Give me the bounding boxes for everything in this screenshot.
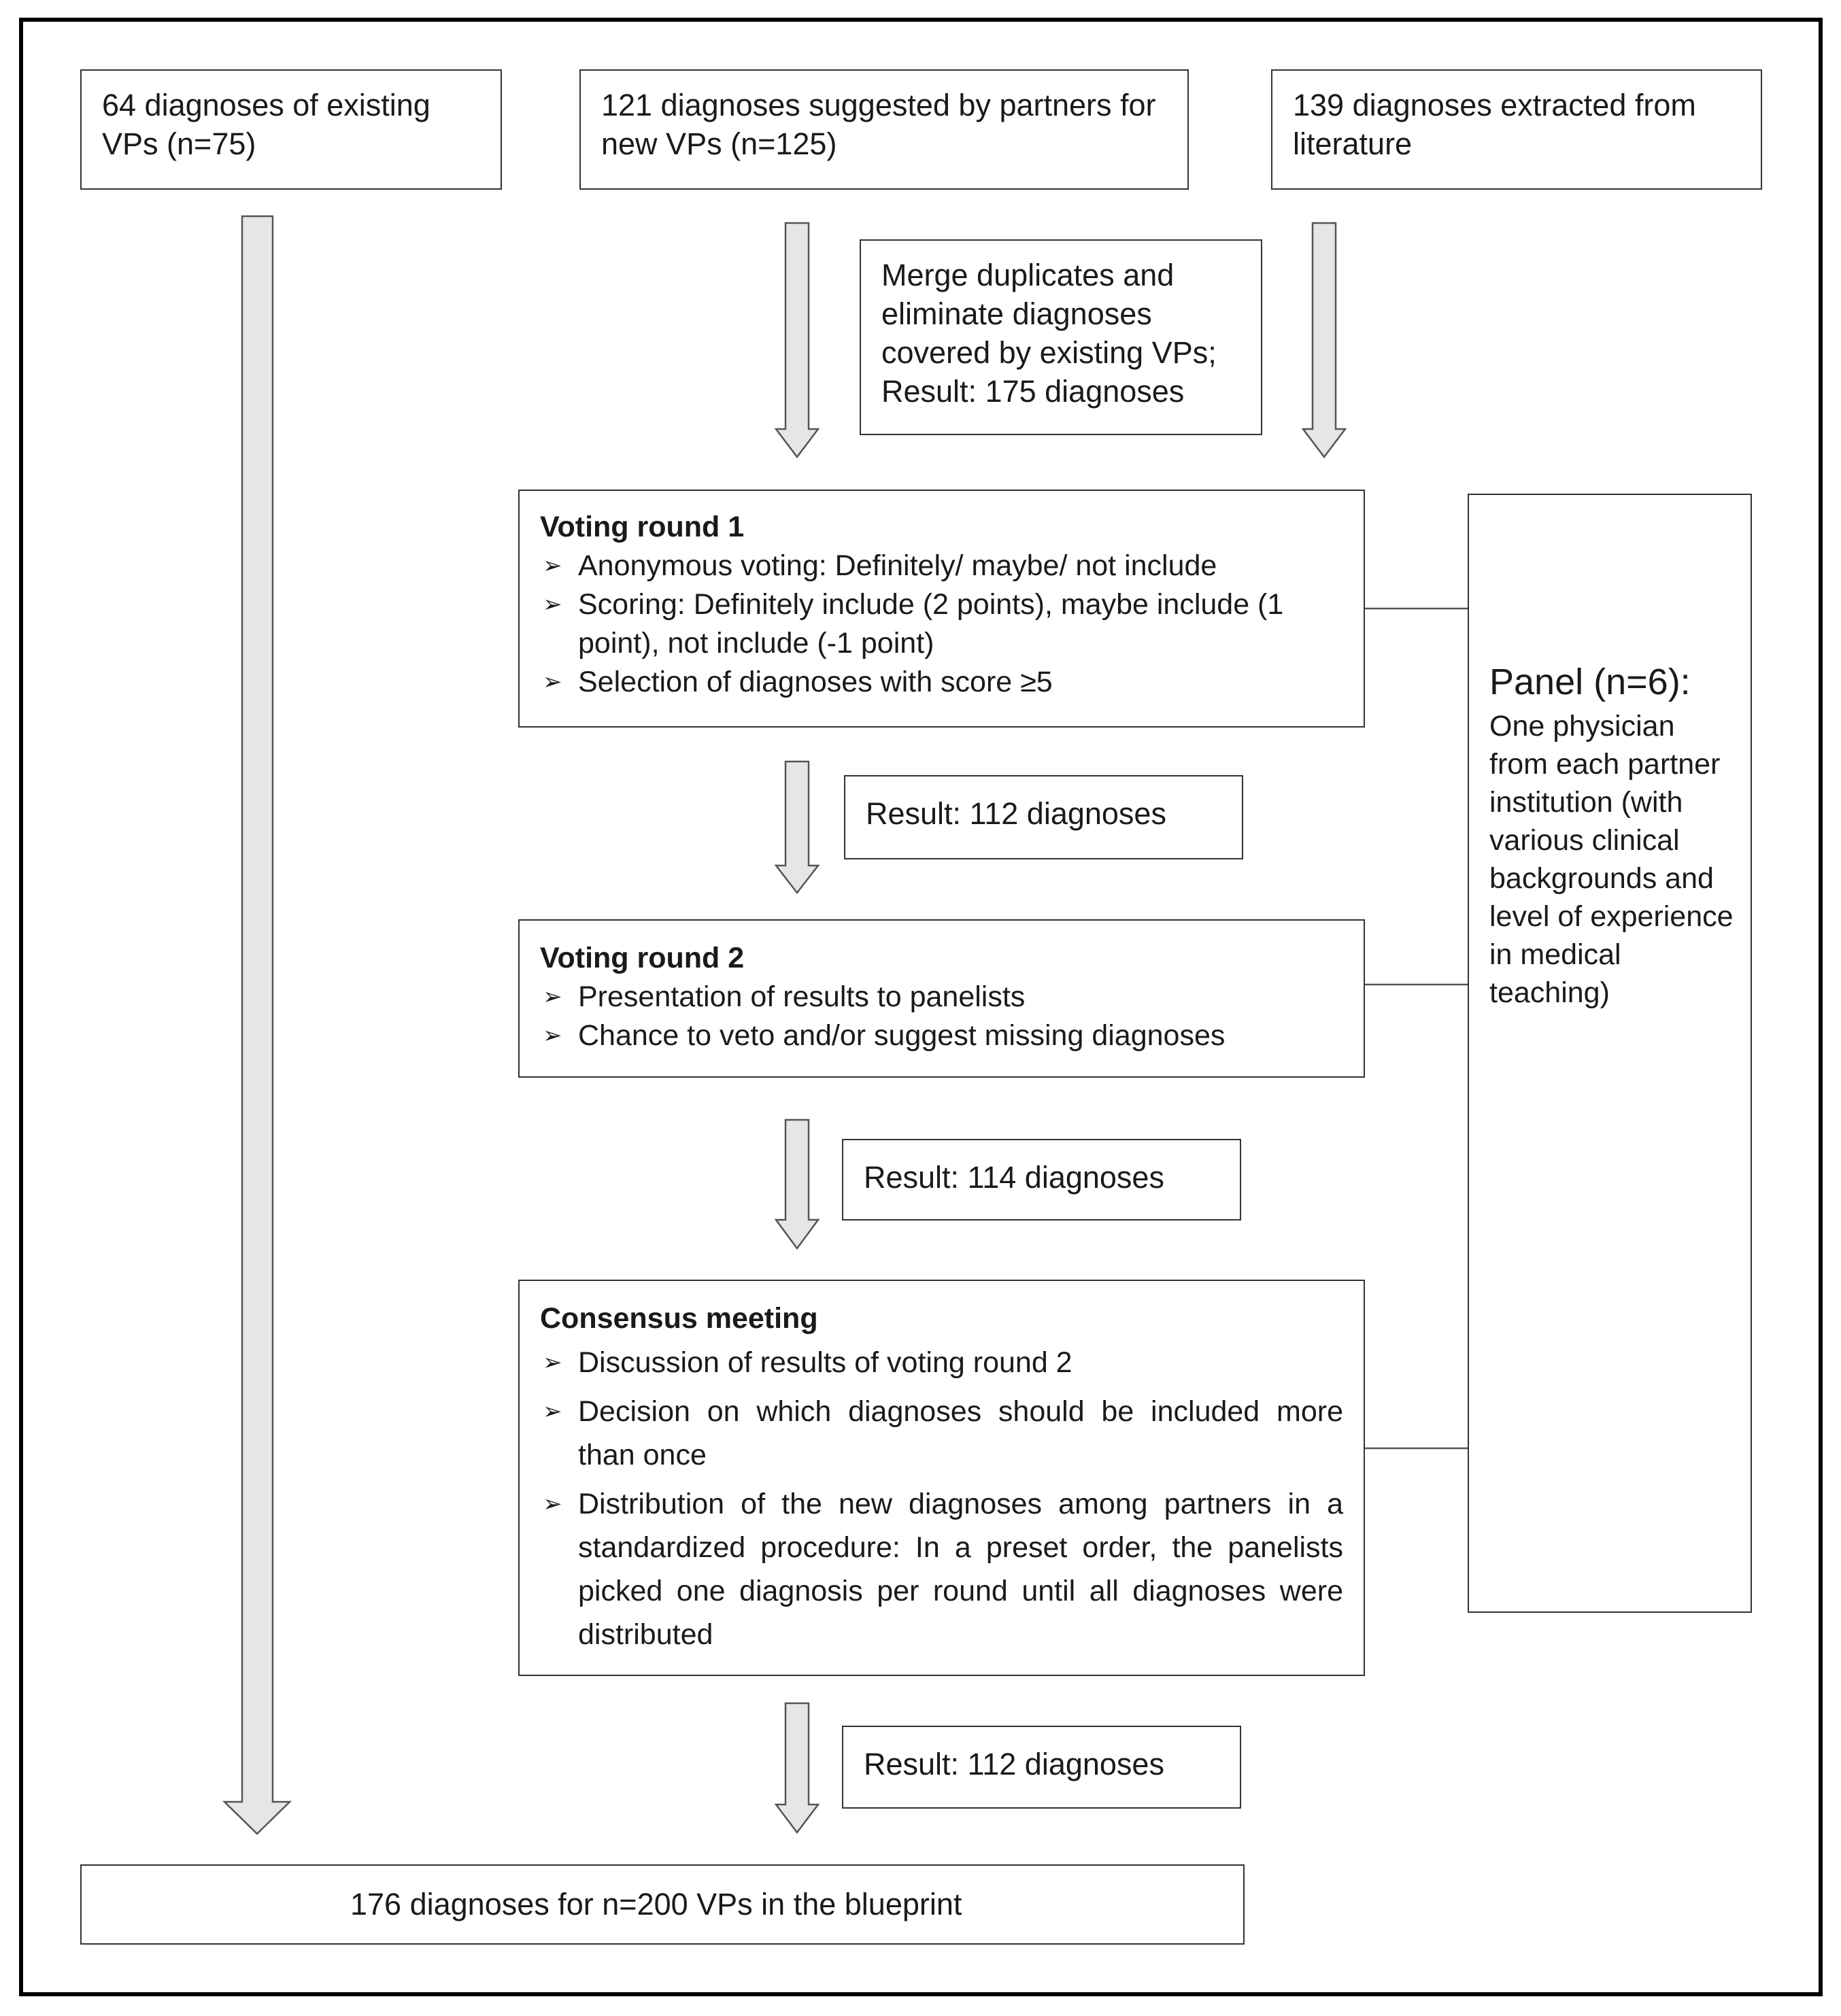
partner-diagnoses-box: 121 diagnoses suggested by partners for … [579,69,1189,190]
voting-round-1-item: Scoring: Definitely include (2 points), … [540,585,1343,663]
voting-round-1-box: Voting round 1 Anonymous voting: Definit… [518,490,1365,728]
result-3-box: Result: 112 diagnoses [842,1726,1241,1809]
figure-frame [19,18,1823,1996]
voting-round-1-item: Selection of diagnoses with score ≥5 [540,663,1343,702]
result-1-text: Result: 112 diagnoses [866,796,1166,831]
panel-title: Panel (n=6): [1489,662,1691,702]
literature-diagnoses-text: 139 diagnoses extracted from literature [1293,88,1696,161]
arrow-round2 [774,1118,820,1250]
result-3-text: Result: 112 diagnoses [864,1747,1164,1781]
consensus-meeting-box: Consensus meeting Discussion of results … [518,1280,1365,1676]
voting-round-1-title: Voting round 1 [540,511,745,543]
consensus-meeting-item: Decision on which diagnoses should be in… [540,1390,1343,1477]
arrow-literature [1301,222,1347,459]
result-1-box: Result: 112 diagnoses [844,775,1243,859]
final-result-box: 176 diagnoses for n=200 VPs in the bluep… [80,1864,1245,1945]
partner-diagnoses-text: 121 diagnoses suggested by partners for … [601,88,1156,161]
existing-diagnoses-box: 64 diagnoses of existing VPs (n=75) [80,69,502,190]
panel-description: One physician from each partner institut… [1489,710,1734,1009]
voting-round-2-item: Presentation of results to panelists [540,978,1343,1016]
merge-box: Merge duplicates and eliminate diagnoses… [860,239,1262,435]
consensus-meeting-item: Distribution of the new diagnoses among … [540,1482,1343,1656]
consensus-meeting-item: Discussion of results of voting round 2 [540,1341,1343,1384]
voting-round-2-title: Voting round 2 [540,942,745,974]
arrow-left-long [222,215,292,1835]
panel-box: Panel (n=6): One physician from each par… [1468,494,1752,1613]
merge-text: Merge duplicates and eliminate diagnoses… [881,258,1217,409]
final-result-text: 176 diagnoses for n=200 VPs in the bluep… [350,1887,962,1921]
result-2-text: Result: 114 diagnoses [864,1160,1164,1195]
voting-round-2-item: Chance to veto and/or suggest missing di… [540,1016,1343,1055]
arrow-consensus [774,1702,820,1834]
consensus-meeting-title: Consensus meeting [540,1302,818,1335]
arrow-round1 [774,760,820,895]
existing-diagnoses-text: 64 diagnoses of existing VPs (n=75) [102,88,430,161]
voting-round-2-box: Voting round 2 Presentation of results t… [518,919,1365,1078]
literature-diagnoses-box: 139 diagnoses extracted from literature [1271,69,1762,190]
result-2-box: Result: 114 diagnoses [842,1139,1241,1220]
arrow-partners [774,222,820,459]
voting-round-1-item: Anonymous voting: Definitely/ maybe/ not… [540,547,1343,585]
